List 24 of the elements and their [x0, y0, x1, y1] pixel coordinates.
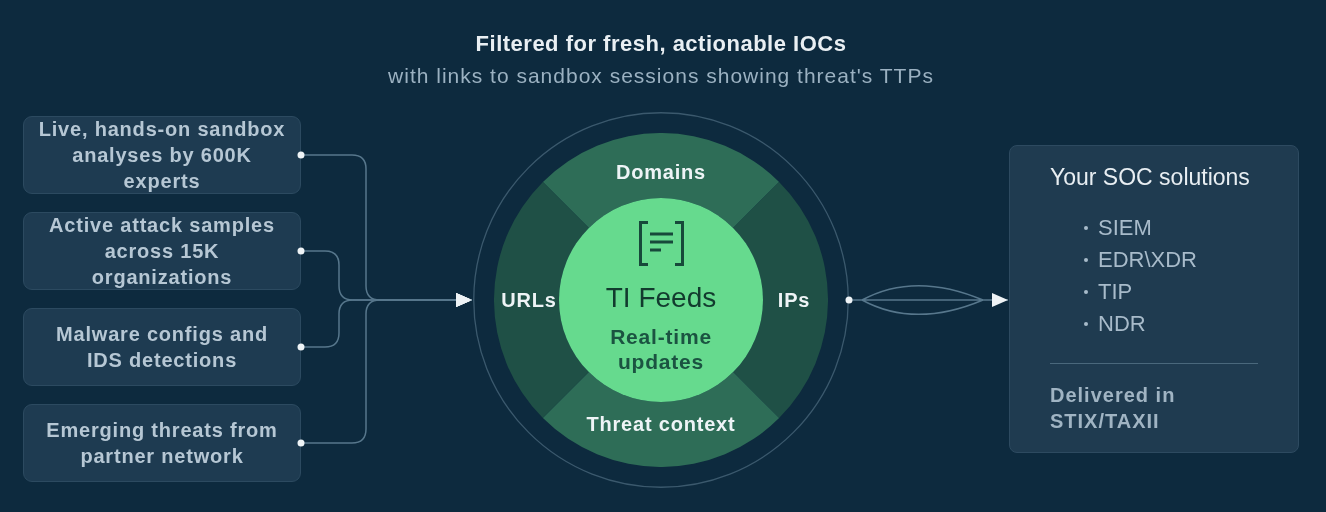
segment-label: URLs [501, 288, 557, 312]
segment-label: Domains [615, 160, 707, 184]
delivery-note: Delivered in STIX/TAXII [1050, 383, 1177, 434]
source-text: Live, hands-on sandbox analyses by 600K experts [37, 117, 287, 194]
connector-arrow [297, 293, 473, 447]
feed-title: TI Feeds [605, 281, 717, 315]
source-text: Emerging threats from partner network [45, 418, 279, 469]
diagram-title: Filtered for fresh, actionable IOCs [475, 31, 847, 57]
source-box [23, 308, 301, 386]
panel-heading: Your SOC solutions [1050, 163, 1250, 191]
segment-label: Threat context [586, 412, 736, 436]
list-item: TIP [1098, 278, 1133, 306]
list-item: SIEM [1098, 214, 1152, 242]
subtitle: with links to sandbox sessions showing threat's TTPs [388, 63, 934, 89]
segment-label: IPs [777, 288, 811, 312]
list-item: NDR [1098, 310, 1146, 338]
output-panel [1009, 145, 1299, 453]
source-box [23, 212, 301, 290]
source-text: Malware configs and IDS detections [55, 322, 269, 373]
source-text: Active attack samples across 15K organizations [48, 213, 276, 290]
connector-arrow [845, 285, 1009, 315]
source-box [23, 404, 301, 482]
feed-subtitle: Real-time updates [609, 324, 713, 374]
list-item: EDR\XDR [1098, 246, 1197, 274]
